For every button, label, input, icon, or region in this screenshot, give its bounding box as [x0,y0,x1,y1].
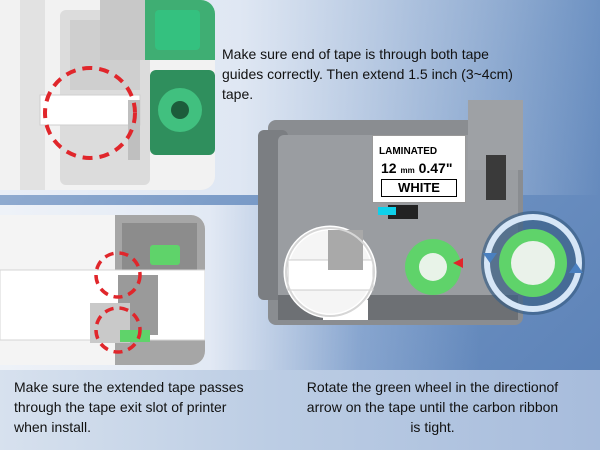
tape-guide-caption: Make sure end of tape is through both ta… [222,46,513,102]
highlight-circle [43,66,137,160]
cassette-label: LAMINATED 12 mm 0.47" WHITE [372,135,466,203]
tape-exit-caption: Make sure the extended tape passes throu… [14,379,244,435]
label-width-unit: mm [400,166,415,175]
bottom-panel [0,370,600,450]
rotate-arrow-left [483,253,497,263]
label-width-value: 12 [381,160,397,176]
label-size: 12 mm 0.47" [381,160,452,176]
tape-exit-photo [0,215,205,365]
tape-guide-illustration [0,0,215,190]
green-wheel-illustration [481,211,585,315]
label-type: LAMINATED [379,146,438,157]
tape-exit-illustration [0,215,205,365]
magnifier-left [283,225,378,320]
green-wheel-caption: Rotate the green wheel in the directiono… [306,379,559,435]
label-width-inch: 0.47" [418,160,453,176]
green-wheel-magnifier [478,208,588,318]
tape-guide-photo [0,0,215,190]
rotate-arrow-right [569,263,583,273]
highlight-circle-upper [94,251,142,299]
magnifier-left-illustration [283,225,377,319]
highlight-circle-lower [94,306,142,354]
label-color: WHITE [381,179,457,197]
